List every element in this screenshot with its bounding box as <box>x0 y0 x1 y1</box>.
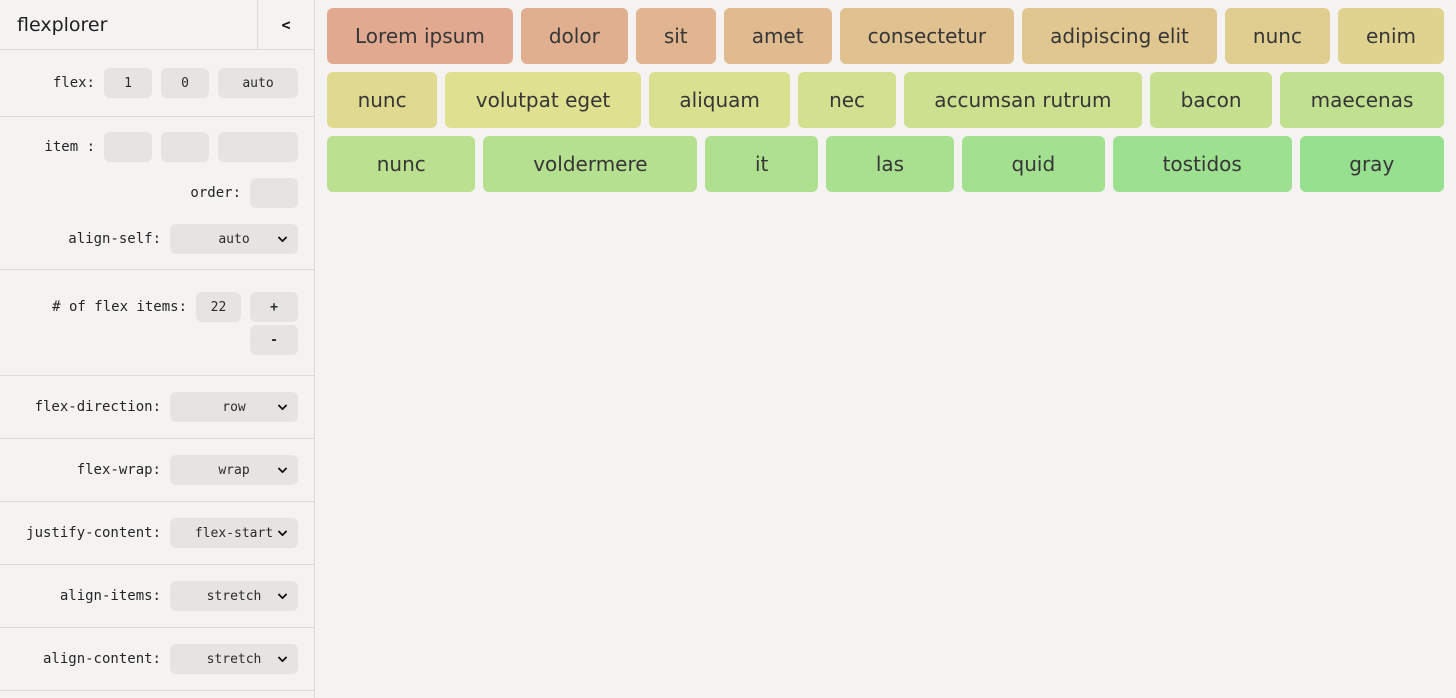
item-count-label: # of flex items: <box>52 299 187 315</box>
order-label: order: <box>190 185 241 201</box>
order-control-row: order: <box>16 178 298 208</box>
flex-item[interactable]: tostidos <box>1112 136 1292 192</box>
flex-wrap-label: flex-wrap: <box>76 462 161 478</box>
flex-shrink-input[interactable] <box>161 68 209 98</box>
flex-direction-section: flex-direction: row <box>0 376 314 439</box>
align-content-control-row: align-content: stretch <box>16 644 298 674</box>
flex-item[interactable]: it <box>705 136 819 192</box>
justify-content-control-row: justify-content: flex-start <box>16 518 298 548</box>
flex-direction-label: flex-direction: <box>34 399 161 415</box>
sidebar-header: flexplorer < <box>0 0 314 50</box>
flex-item[interactable]: enim <box>1337 8 1445 64</box>
chevron-down-icon <box>277 400 288 411</box>
flex-wrap-control-row: flex-wrap: wrap <box>16 455 298 485</box>
item-flex-basis-input[interactable] <box>218 132 298 162</box>
app-title: flexplorer <box>17 13 108 36</box>
flex-item[interactable]: amet <box>723 8 832 64</box>
flex-item[interactable]: adipiscing elit <box>1022 8 1217 64</box>
align-content-select[interactable]: stretch <box>170 644 298 674</box>
chevron-down-icon <box>277 526 288 537</box>
justify-content-select[interactable]: flex-start <box>170 518 298 548</box>
flex-item[interactable]: bacon <box>1150 72 1273 128</box>
sidebar: flexplorer < flex: item : order: <box>0 0 315 698</box>
align-self-label: align-self: <box>68 231 161 247</box>
item-flex-grow-input[interactable] <box>104 132 152 162</box>
item-count-control-row: # of flex items: + - <box>16 292 298 355</box>
item-count-stepper: + - <box>250 292 298 355</box>
flex-item[interactable]: nunc <box>1224 8 1330 64</box>
justify-content-label: justify-content: <box>26 525 161 541</box>
align-self-control-row: align-self: auto <box>16 224 298 254</box>
chevron-down-icon <box>277 463 288 474</box>
flex-item[interactable]: nec <box>798 72 896 128</box>
collapse-sidebar-button[interactable]: < <box>257 0 314 49</box>
selected-value: flex-start <box>194 525 274 541</box>
item-count-section: # of flex items: + - <box>0 270 314 376</box>
flex-control-row: flex: <box>16 68 298 98</box>
item-flex-shrink-input[interactable] <box>161 132 209 162</box>
selected-value: wrap <box>218 462 250 478</box>
flex-item[interactable]: Lorem ipsum <box>327 8 513 64</box>
increase-items-button[interactable]: + <box>250 292 298 322</box>
flex-direction-select[interactable]: row <box>170 392 298 422</box>
align-content-section: align-content: stretch <box>0 628 314 691</box>
flex-item[interactable]: nunc <box>327 72 438 128</box>
selected-value: stretch <box>206 588 262 604</box>
flex-section: flex: <box>0 50 314 117</box>
align-content-label: align-content: <box>42 651 161 667</box>
flex-basis-input[interactable] <box>218 68 298 98</box>
item-section: item : order: align-self: auto <box>0 117 314 270</box>
selected-value: row <box>222 399 246 415</box>
item-label: item : <box>44 139 95 155</box>
justify-content-section: justify-content: flex-start <box>0 502 314 565</box>
flex-direction-control-row: flex-direction: row <box>16 392 298 422</box>
selected-value: auto <box>218 231 250 247</box>
chevron-down-icon <box>277 232 288 243</box>
align-items-control-row: align-items: stretch <box>16 581 298 611</box>
flex-item[interactable]: quid <box>961 136 1105 192</box>
flex-item[interactable]: nunc <box>327 136 476 192</box>
flex-item[interactable]: volutpat eget <box>445 72 641 128</box>
flex-item[interactable]: accumsan rutrum <box>903 72 1143 128</box>
flex-item[interactable]: las <box>826 136 954 192</box>
flex-item[interactable]: consectetur <box>839 8 1015 64</box>
chevron-left-icon: < <box>281 15 291 34</box>
selected-value: stretch <box>206 651 262 667</box>
align-items-section: align-items: stretch <box>0 565 314 628</box>
flex-label: flex: <box>52 75 95 91</box>
flex-item-count-input[interactable] <box>196 292 241 322</box>
flex-item[interactable]: dolor <box>520 8 628 64</box>
flex-grow-input[interactable] <box>104 68 152 98</box>
flex-item[interactable]: aliquam <box>648 72 791 128</box>
align-items-label: align-items: <box>59 588 161 604</box>
flex-wrap-select[interactable]: wrap <box>170 455 298 485</box>
flex-item[interactable]: voldermere <box>483 136 698 192</box>
chevron-down-icon <box>277 652 288 663</box>
order-input[interactable] <box>250 178 298 208</box>
flex-item[interactable]: gray <box>1299 136 1444 192</box>
chevron-down-icon <box>277 589 288 600</box>
item-control-row: item : <box>16 132 298 162</box>
flex-item[interactable]: maecenas <box>1280 72 1444 128</box>
flex-wrap-section: flex-wrap: wrap <box>0 439 314 502</box>
align-items-select[interactable]: stretch <box>170 581 298 611</box>
flex-item[interactable]: sit <box>635 8 716 64</box>
align-self-select[interactable]: auto <box>170 224 298 254</box>
decrease-items-button[interactable]: - <box>250 325 298 355</box>
